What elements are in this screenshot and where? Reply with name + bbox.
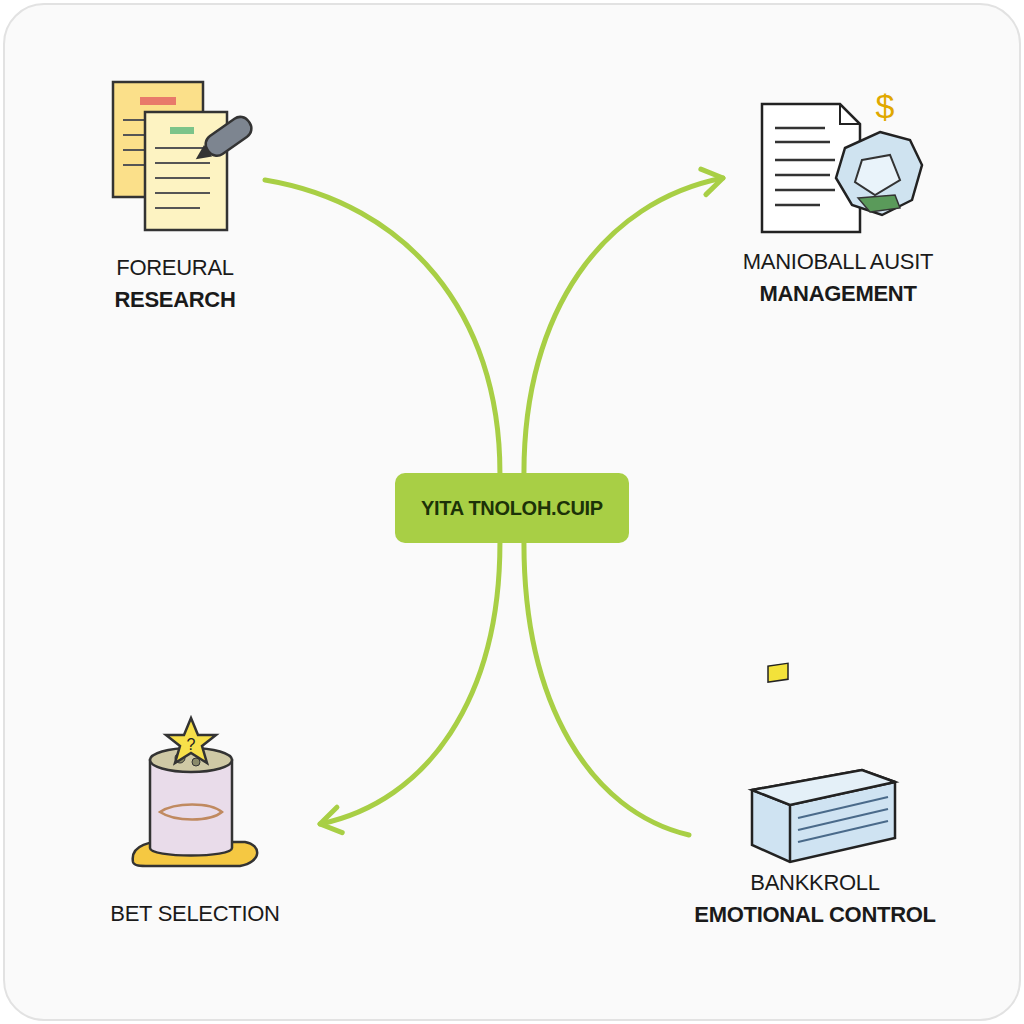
arrow-head: [320, 807, 342, 832]
branch-title: MANAGEMENT: [723, 278, 953, 310]
branch-subtitle: FOREURAL: [85, 252, 265, 284]
branch-subtitle: MANIOBALL AUSIT: [723, 246, 953, 278]
branch-curve: [265, 180, 500, 473]
branch-curve: [524, 178, 723, 473]
research-node: FOREURALRESEARCH: [85, 80, 265, 316]
management-node: MANIOBALL AUSITMANAGEMENT: [723, 80, 953, 310]
question-symbol: ?: [187, 736, 196, 753]
branch-curve: [320, 543, 500, 824]
arrow-head: [701, 169, 723, 195]
branch-title: RESEARCH: [85, 284, 265, 316]
bankroll-node: BANKKROLLEMOTIONAL CONTROL: [689, 735, 941, 931]
dollar-symbol: $: [876, 87, 895, 125]
branch-subtitle: BANKKROLL: [689, 867, 941, 899]
bet-selection-node: BET SELECTION: [70, 712, 320, 930]
center-topic: YITA TNOLOH.CUIP: [395, 473, 629, 543]
topic-label: YITA TNOLOH.CUIP: [421, 495, 603, 521]
document-ball-icon: $: [762, 87, 922, 232]
branch-curve: [524, 543, 689, 835]
branch-title: BET SELECTION: [70, 898, 320, 930]
cup-icon: ?: [133, 718, 257, 866]
money-stack-icon: [752, 663, 895, 862]
documents-icon: [113, 82, 255, 230]
branch-title: EMOTIONAL CONTROL: [689, 899, 941, 931]
